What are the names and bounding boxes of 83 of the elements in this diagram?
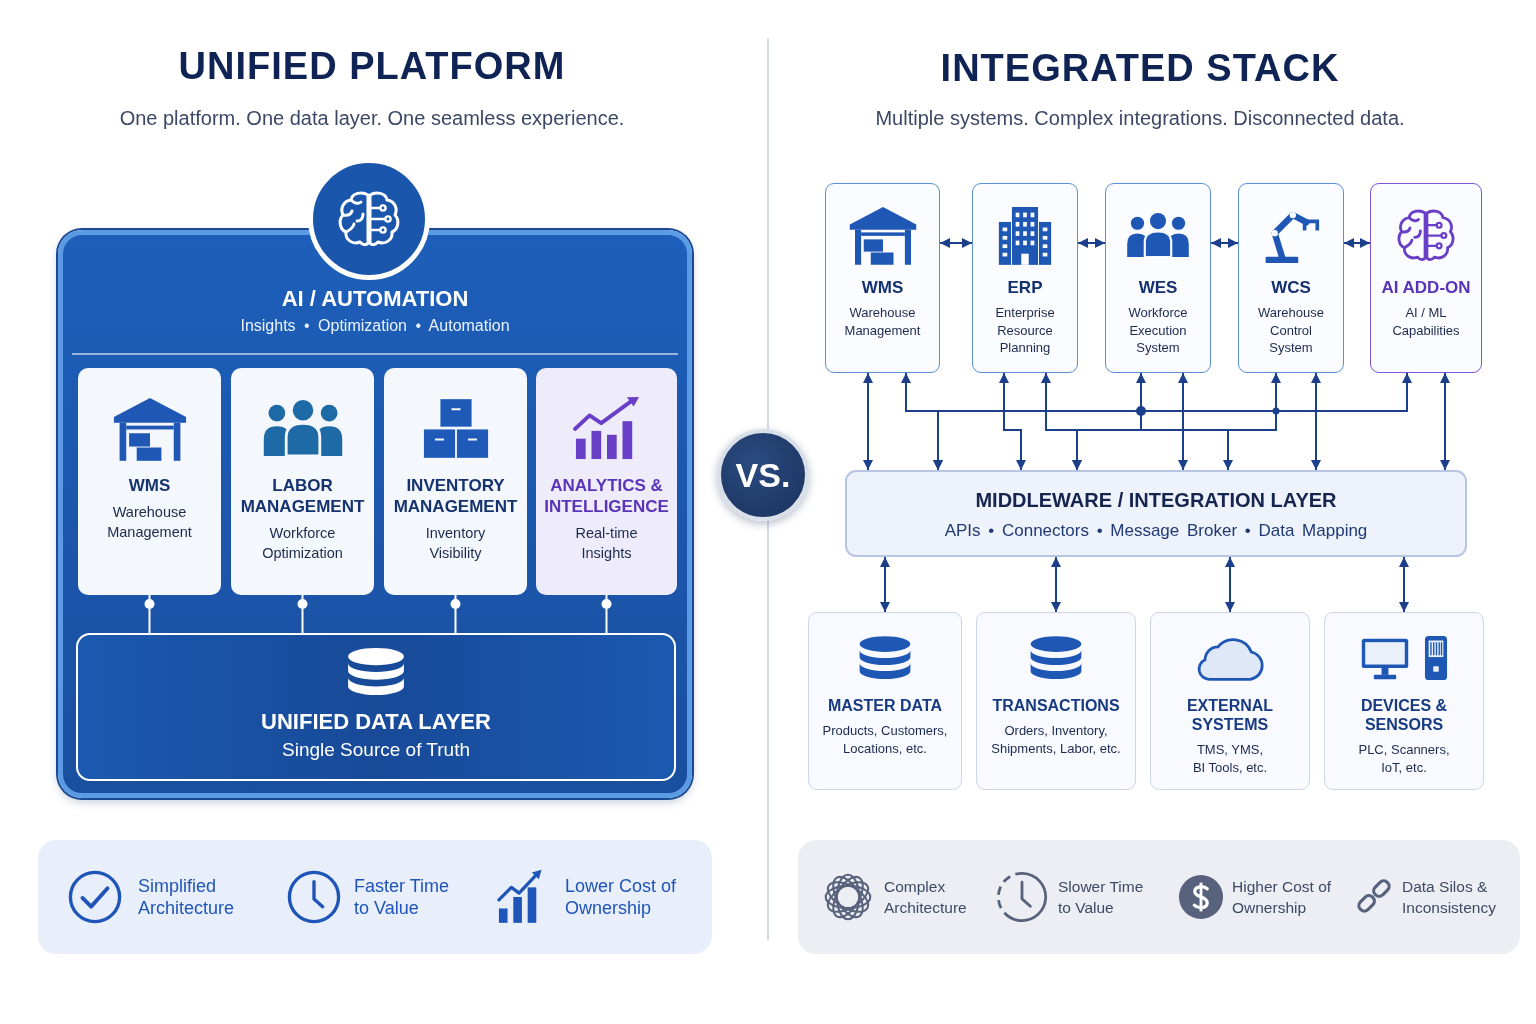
card-title: WMS [861, 278, 904, 298]
drawback-text: Data Silos & Inconsistency [1402, 877, 1497, 918]
data-source-card [976, 612, 1136, 790]
module-card [78, 368, 221, 595]
drawbacks-panel [798, 840, 1520, 954]
card-description: Workforce Optimization [261, 524, 344, 563]
platform-panel [58, 230, 692, 798]
double-arrow [1440, 372, 1450, 471]
card-title: DEVICES & SENSORS [1359, 696, 1449, 734]
double-arrow [999, 372, 1026, 471]
card-description: Inventory Visibility [424, 524, 487, 563]
double-arrow [880, 556, 890, 613]
card-title: WES [1138, 278, 1178, 298]
versus-circle [717, 429, 809, 521]
heading: INTEGRATED STACK [940, 46, 1340, 90]
double-arrow [939, 238, 973, 248]
connector-line [450, 594, 461, 634]
drawback-text: Complex Architecture [884, 877, 968, 918]
data-source-card [808, 612, 962, 790]
double-arrow [1399, 556, 1409, 613]
card-title: ERP [1007, 278, 1043, 298]
double-arrow [1072, 372, 1281, 471]
card-description: TMS, YMS, BI Tools, etc. [1191, 741, 1269, 777]
card-description: Workforce Execution System [1127, 304, 1189, 357]
card-title: WCS [1271, 278, 1311, 298]
benefit-text: Faster Time to Value [354, 875, 451, 919]
panel-subtitle: APIs • Connectors • Message Broker • Data Mapping [944, 520, 1368, 541]
double-arrow [863, 372, 873, 471]
data-layer-panel [76, 633, 676, 781]
double-arrow [1343, 238, 1371, 248]
card-title: INVENTORY MANAGEMENT [392, 475, 519, 517]
card-description: Orders, Inventory, Shipments, Labor, etc. [990, 722, 1122, 758]
connector-line [144, 594, 155, 634]
panel-subtitle: Single Source of Truth [282, 738, 470, 761]
module-card [231, 368, 374, 595]
double-arrow [1225, 556, 1235, 613]
system-card [825, 183, 940, 373]
panel-title: MIDDLEWARE / INTEGRATION LAYER [975, 489, 1337, 512]
card-description: Real-time Insights [574, 524, 639, 563]
data-source-card [1150, 612, 1310, 790]
card-title: TRANSACTIONS [992, 696, 1120, 715]
system-card [1105, 183, 1211, 373]
subheading: Multiple systems. Complex integrations. Disconnected data. [875, 106, 1405, 130]
card-title: MASTER DATA [827, 696, 943, 715]
card-description: Warehouse Control System [1257, 304, 1325, 357]
card-description: Warehouse Management [843, 304, 922, 339]
drawback-text: Higher Cost of Ownership [1232, 877, 1333, 918]
system-card [1238, 183, 1344, 373]
double-arrow [933, 372, 1412, 471]
panel-title: UNIFIED DATA LAYER [261, 709, 491, 735]
double-arrow [1077, 238, 1106, 248]
double-arrow [1311, 372, 1321, 471]
double-arrow [1210, 238, 1239, 248]
connector-line [601, 594, 612, 634]
connector-line [297, 594, 308, 634]
data-source-card [1324, 612, 1484, 790]
card-title: EXTERNAL SYSTEMS [1185, 696, 1275, 734]
card-title: LABOR MANAGEMENT [239, 475, 366, 517]
card-description: AI / ML Capabilities [1391, 304, 1461, 339]
card-description: Warehouse Management [106, 503, 193, 542]
card-description: Products, Customers, Locations, etc. [821, 722, 949, 758]
module-card [384, 368, 527, 595]
middleware-panel [845, 470, 1467, 557]
card-title: ANALYTICS & INTELLIGENCE [543, 475, 670, 517]
drawback-text: Slower Time to Value [1058, 877, 1145, 918]
module-card [536, 368, 677, 595]
card-description: PLC, Scanners, IoT, etc. [1357, 741, 1451, 777]
panel-title: AI / AUTOMATION [281, 286, 469, 312]
system-card [1370, 183, 1482, 373]
subheading: One platform. One data layer. One seamless experience. [119, 106, 625, 130]
card-title: WMS [128, 475, 171, 496]
card-description: Enterprise Resource Planning [994, 304, 1056, 357]
benefit-text: Lower Cost of Ownership [565, 875, 678, 919]
card-title: AI ADD-ON [1381, 278, 1471, 298]
heading: UNIFIED PLATFORM [178, 44, 566, 88]
panel-subtitle: Insights • Optimization • Automation [240, 316, 510, 336]
double-arrow [1051, 556, 1061, 613]
system-card [972, 183, 1078, 373]
benefit-text: Simplified Architecture [138, 875, 236, 919]
double-arrow [1136, 372, 1233, 471]
benefits-panel [38, 840, 712, 954]
double-arrow [1178, 372, 1188, 471]
versus-text: VS. [735, 456, 791, 494]
